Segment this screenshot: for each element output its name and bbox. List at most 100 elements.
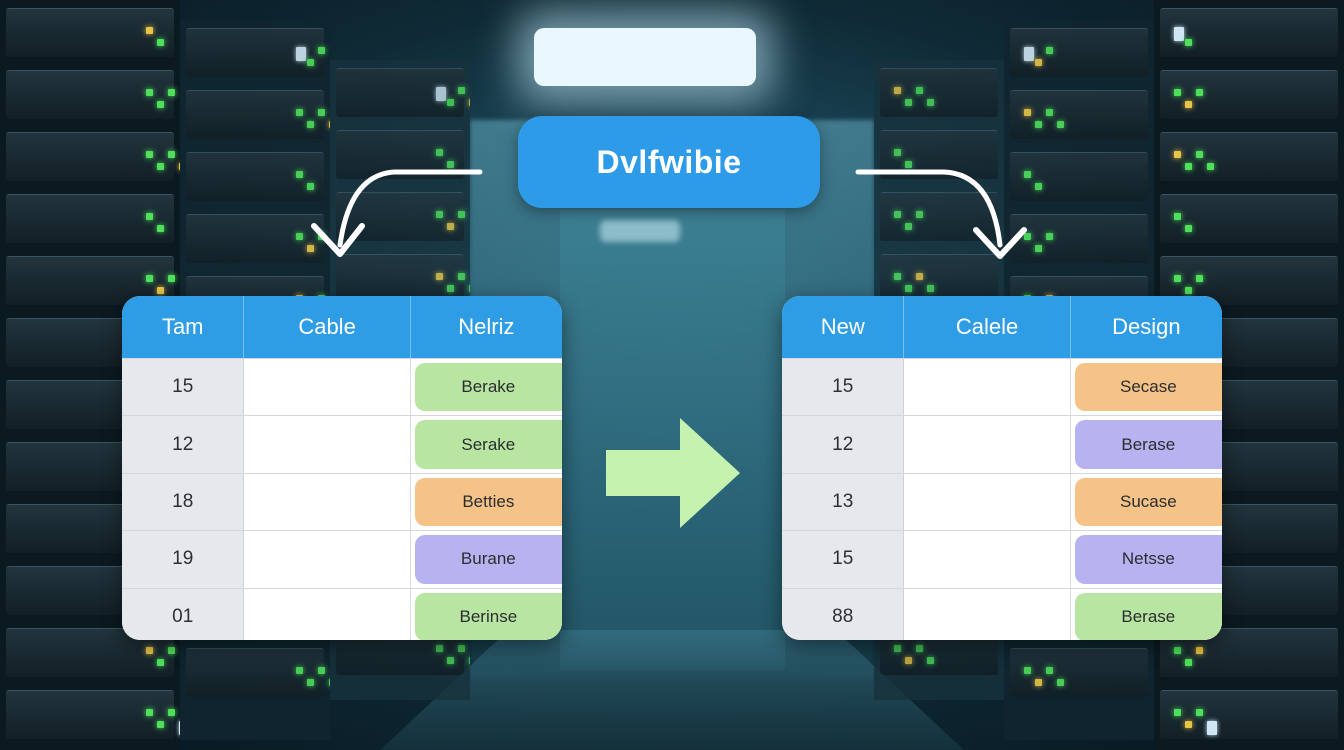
server-unit [6, 256, 175, 305]
empty-cell [904, 473, 1071, 531]
status-led [905, 285, 912, 292]
status-led [894, 149, 901, 156]
status-tag: Berase [1074, 592, 1222, 640]
tag-cell: Berake [410, 359, 562, 416]
status-led [168, 709, 175, 716]
tag-cell: Betties [410, 473, 562, 531]
status-led [436, 87, 446, 101]
status-led [1196, 709, 1203, 716]
status-led [1185, 101, 1192, 108]
status-led [1174, 27, 1184, 41]
status-led [458, 87, 465, 94]
status-led [916, 87, 923, 94]
status-led [307, 679, 314, 686]
status-led [469, 657, 470, 664]
status-led [307, 59, 314, 66]
server-unit [186, 152, 324, 201]
status-tag: Berase [1074, 420, 1222, 469]
table-row: 12 Serake [122, 415, 562, 473]
distant-light [600, 220, 680, 242]
status-led [447, 285, 454, 292]
status-led [146, 151, 153, 158]
tag-cell: Sucase [1070, 473, 1222, 531]
status-led [436, 211, 443, 218]
tag-cell: Berinse [410, 588, 562, 640]
row-number: 12 [782, 416, 905, 473]
status-tag: Berinse [414, 592, 562, 640]
empty-cell [904, 531, 1071, 588]
status-led [329, 121, 330, 128]
status-led [447, 657, 454, 664]
status-tag: Sucase [1074, 477, 1222, 527]
status-led [905, 99, 912, 106]
status-led [447, 161, 454, 168]
server-unit [1160, 132, 1338, 181]
left-header-col-1: Tam [122, 296, 245, 358]
status-led [1185, 163, 1192, 170]
row-number: 18 [122, 473, 245, 531]
status-led [905, 223, 912, 230]
title-pill: Dvlfwibie [518, 116, 820, 208]
status-led [436, 645, 443, 652]
table-row: 13 Sucase [782, 472, 1222, 531]
right-header-col-3: Design [1112, 314, 1181, 339]
server-unit [1010, 152, 1148, 201]
status-tag: Burane [414, 535, 562, 584]
table-row: 15 Berake [122, 358, 562, 416]
status-led [1035, 183, 1042, 190]
status-led [318, 667, 325, 674]
status-led [1185, 721, 1192, 728]
status-led [447, 223, 454, 230]
status-led [458, 211, 465, 218]
server-unit [186, 28, 325, 77]
empty-cell [904, 588, 1071, 640]
tag-cell: Netsse [1070, 531, 1222, 588]
curved-arrow-down-right-icon [855, 169, 1027, 259]
status-led [927, 99, 934, 106]
arrow-right-icon [606, 418, 740, 528]
empty-cell [904, 416, 1071, 473]
status-led [168, 151, 175, 158]
status-led [1046, 667, 1053, 674]
status-led [1185, 659, 1192, 666]
tag-cell: Berase [1070, 416, 1222, 473]
server-rack-left-near [0, 0, 180, 750]
status-led [1185, 225, 1192, 232]
status-led [157, 659, 164, 666]
status-led [1024, 109, 1031, 116]
server-unit [186, 90, 330, 139]
empty-cell [244, 416, 411, 473]
server-unit [6, 8, 174, 57]
status-tag: Netsse [1074, 535, 1222, 584]
status-led [916, 211, 923, 218]
status-led [157, 721, 164, 728]
table-row: 18 Betties [122, 472, 562, 531]
server-unit [1010, 648, 1148, 697]
status-led [1057, 121, 1064, 128]
status-led [916, 273, 923, 280]
status-led [1185, 287, 1192, 294]
status-led [146, 213, 153, 220]
status-led [458, 645, 465, 652]
status-led [157, 287, 164, 294]
tag-cell: Berase [1070, 588, 1222, 640]
far-door [560, 210, 785, 670]
table-row: 01 Berinse [122, 587, 562, 640]
status-led [1174, 89, 1181, 96]
row-number: 15 [782, 531, 905, 588]
status-led [329, 679, 330, 686]
server-unit [6, 194, 174, 243]
right-header-col-2: Calele [904, 296, 1071, 358]
status-led [318, 109, 325, 116]
status-led [157, 225, 164, 232]
status-led [905, 161, 912, 168]
status-led [146, 647, 153, 654]
status-led [1196, 647, 1203, 654]
status-led [916, 645, 923, 652]
server-unit [880, 254, 998, 303]
server-unit [1010, 214, 1148, 263]
status-tag: Betties [414, 477, 562, 527]
status-led [436, 273, 443, 280]
tag-cell: Burane [410, 531, 562, 588]
status-led [1196, 275, 1203, 282]
